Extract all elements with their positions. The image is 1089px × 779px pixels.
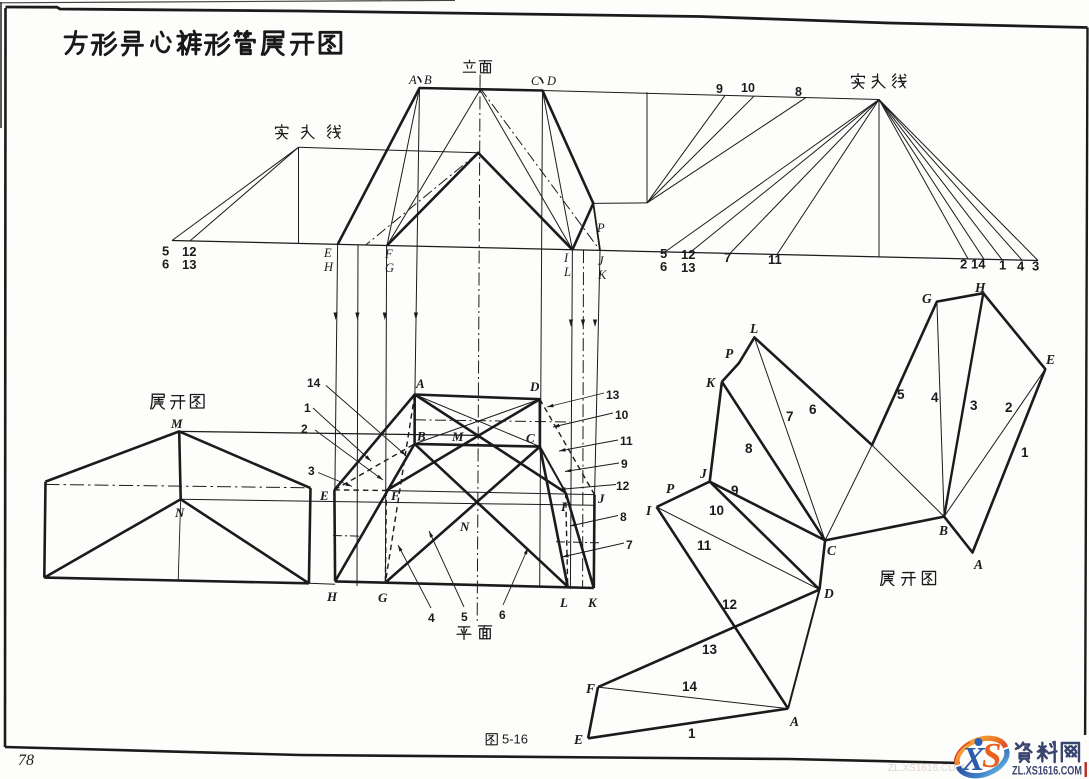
svg-text:12: 12 — [616, 479, 630, 493]
svg-text:P: P — [666, 481, 675, 496]
svg-text:9: 9 — [731, 483, 739, 498]
svg-text:9: 9 — [621, 457, 628, 471]
svg-text:B: B — [424, 73, 432, 87]
svg-text:10: 10 — [709, 503, 724, 518]
svg-text:P: P — [596, 221, 605, 235]
svg-text:B: B — [938, 523, 948, 538]
svg-text:C: C — [526, 431, 535, 446]
svg-text:X: X — [961, 741, 986, 778]
svg-text:L: L — [749, 321, 758, 336]
svg-text:7: 7 — [786, 409, 794, 424]
svg-text:9: 9 — [716, 82, 723, 96]
svg-text:L: L — [559, 595, 568, 610]
svg-text:K: K — [587, 595, 598, 610]
svg-text:12: 12 — [681, 247, 695, 262]
svg-text:4: 4 — [931, 390, 939, 405]
svg-text:8: 8 — [620, 510, 627, 524]
svg-text:2: 2 — [301, 422, 308, 436]
svg-text:8: 8 — [795, 85, 802, 99]
svg-text:8: 8 — [745, 441, 753, 456]
svg-text:4: 4 — [428, 611, 435, 625]
svg-text:N: N — [174, 505, 185, 520]
svg-text:H: H — [323, 260, 334, 274]
svg-text:4: 4 — [1017, 259, 1025, 274]
svg-text:A: A — [789, 714, 799, 729]
svg-text:M: M — [170, 416, 183, 431]
svg-text:B: B — [416, 429, 426, 444]
svg-text:A: A — [415, 376, 425, 391]
svg-text:5: 5 — [461, 610, 468, 624]
svg-text:11: 11 — [768, 252, 782, 267]
svg-text:6: 6 — [499, 608, 506, 622]
svg-text:F: F — [390, 488, 400, 503]
svg-text:13: 13 — [182, 257, 196, 272]
svg-text:12: 12 — [722, 597, 737, 612]
svg-text:G: G — [922, 291, 932, 306]
svg-text:7: 7 — [724, 250, 731, 265]
svg-text:7: 7 — [626, 538, 633, 552]
svg-text:ZL.XS1616.COM: ZL.XS1616.COM — [888, 763, 964, 774]
svg-text:1: 1 — [304, 401, 311, 415]
svg-text:10: 10 — [615, 408, 629, 422]
svg-text:S: S — [982, 736, 1001, 775]
svg-text:14: 14 — [682, 679, 698, 694]
svg-text:H: H — [974, 280, 986, 295]
svg-text:14: 14 — [307, 376, 321, 390]
svg-text:G: G — [385, 261, 394, 275]
svg-text:11: 11 — [697, 538, 712, 553]
svg-text:5: 5 — [162, 244, 169, 259]
svg-text:5: 5 — [897, 387, 905, 402]
svg-text:13: 13 — [606, 388, 620, 402]
svg-text:I: I — [563, 251, 569, 265]
svg-text:K: K — [597, 268, 607, 282]
svg-text:3: 3 — [1032, 259, 1039, 274]
svg-text:F: F — [384, 247, 393, 261]
svg-text:E: E — [1045, 352, 1055, 367]
svg-text:6: 6 — [660, 259, 667, 274]
svg-text:J: J — [598, 254, 605, 268]
svg-text:L: L — [563, 265, 571, 279]
svg-text:D: D — [823, 586, 834, 601]
svg-text:C: C — [531, 74, 540, 88]
svg-text:I: I — [645, 503, 652, 518]
svg-text:C: C — [827, 543, 837, 558]
svg-text:13: 13 — [681, 260, 695, 275]
svg-text:J: J — [597, 491, 605, 506]
svg-text:F: F — [585, 681, 595, 696]
svg-text:G: G — [378, 590, 388, 605]
svg-text:13: 13 — [702, 642, 718, 657]
svg-text:1: 1 — [1021, 445, 1029, 460]
svg-text:5-16: 5-16 — [502, 732, 528, 747]
svg-text:K: K — [705, 375, 716, 390]
svg-text:1: 1 — [688, 726, 696, 741]
svg-text:3: 3 — [308, 464, 315, 478]
svg-text:E: E — [573, 732, 583, 747]
svg-text:78: 78 — [18, 752, 34, 769]
svg-text:D: D — [546, 74, 556, 88]
svg-text:10: 10 — [741, 81, 755, 95]
svg-text:2: 2 — [960, 257, 967, 272]
svg-text:I: I — [560, 499, 567, 514]
svg-text:6: 6 — [809, 402, 817, 417]
svg-text:1: 1 — [999, 258, 1006, 273]
svg-text:11: 11 — [620, 434, 633, 448]
svg-text:3: 3 — [970, 398, 978, 413]
svg-text:14: 14 — [971, 257, 986, 272]
svg-text:D: D — [529, 379, 540, 394]
svg-text:A: A — [408, 73, 417, 87]
svg-text:12: 12 — [182, 244, 196, 259]
svg-text:E: E — [319, 488, 329, 503]
svg-text:ZL.XS1616.COM: ZL.XS1616.COM — [1012, 766, 1082, 778]
svg-text:H: H — [326, 589, 338, 604]
svg-text:E: E — [323, 246, 332, 260]
svg-text:M: M — [451, 429, 464, 444]
svg-text:2: 2 — [1005, 400, 1013, 415]
svg-text:5: 5 — [660, 246, 667, 261]
svg-text:A: A — [973, 557, 983, 572]
svg-text:6: 6 — [162, 257, 169, 272]
svg-text:P: P — [725, 346, 734, 361]
svg-text:N: N — [459, 519, 470, 534]
svg-text:J: J — [699, 466, 708, 481]
